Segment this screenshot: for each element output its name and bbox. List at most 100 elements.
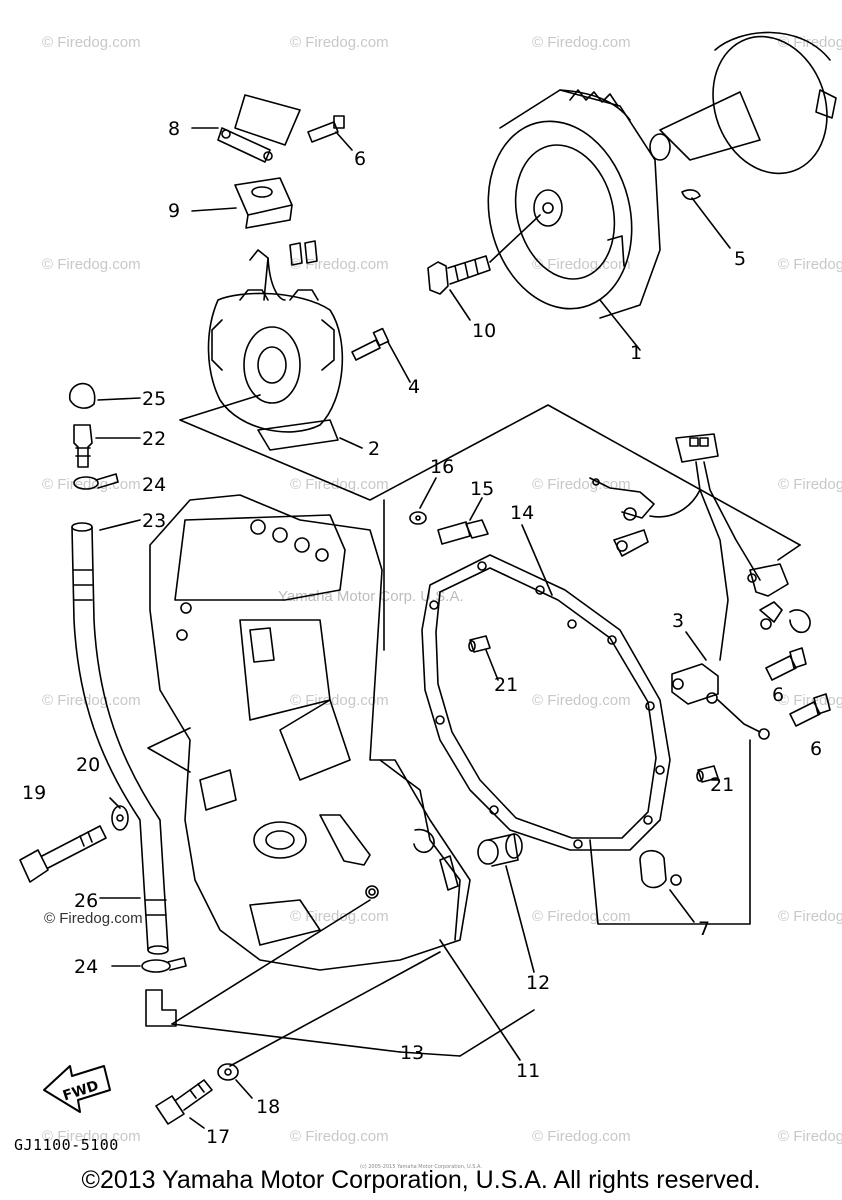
assembly-outline <box>179 394 801 546</box>
callout-18: 18 <box>256 1096 281 1118</box>
watermark: © Firedog.com <box>532 476 631 493</box>
forward-arrow-icon: FWD <box>43 1065 111 1113</box>
leader-line <box>459 1009 535 1057</box>
watermark: © Firedog.com <box>532 1128 631 1145</box>
hose-clip-lower <box>141 957 187 973</box>
breather-cap <box>68 382 96 409</box>
callout-26: 26 <box>74 890 99 912</box>
leader-line <box>469 497 483 521</box>
grommet <box>234 177 293 229</box>
callout-6: 6 <box>810 738 823 760</box>
callout-10: 10 <box>472 320 497 342</box>
callout-19: 19 <box>22 782 47 804</box>
gasket <box>421 554 671 851</box>
leader-line <box>685 631 707 661</box>
leader-line <box>189 1117 205 1129</box>
callout-8: 8 <box>168 118 181 140</box>
leader-line <box>229 951 441 1067</box>
watermark: © Firedog.com <box>290 34 389 51</box>
callout-13: 13 <box>400 1042 425 1064</box>
callout-11: 11 <box>516 1060 541 1082</box>
rotor-bolt <box>427 214 541 295</box>
watermark: © Firedog.com <box>290 1128 389 1145</box>
watermark: © Firedog.com <box>42 692 141 709</box>
dowel-pin <box>468 635 491 653</box>
watermark: © Firedog.com <box>778 476 842 493</box>
callout-2: 2 <box>368 438 381 460</box>
callout-16: 16 <box>430 456 455 478</box>
callout-17: 17 <box>206 1126 231 1148</box>
callout-1: 1 <box>630 342 643 364</box>
bolt-19 <box>19 825 107 883</box>
bolt-6 <box>789 693 831 727</box>
washer-18 <box>217 1063 239 1081</box>
watermark: © Firedog.com <box>778 908 842 925</box>
watermark: © Firedog.com <box>532 34 631 51</box>
callout-6: 6 <box>772 684 785 706</box>
wire-clamp <box>639 849 682 889</box>
watermark: © Firedog.com <box>532 908 631 925</box>
leader-line <box>335 131 353 151</box>
starter-boss <box>649 31 837 175</box>
watermark: © Firedog.com <box>778 256 842 273</box>
leader-line <box>399 1051 461 1057</box>
assembly-outline <box>589 544 801 925</box>
callout-5: 5 <box>734 248 747 270</box>
leader-line <box>691 197 731 249</box>
leader-line <box>99 519 141 531</box>
fine-print: (c) 2005-2015 Yamaha Motor Corporation, … <box>360 1164 482 1170</box>
leader-line <box>485 649 499 681</box>
watermark: © Firedog.com <box>290 256 389 273</box>
leader-line <box>191 207 237 212</box>
leader-line <box>419 477 437 509</box>
leader-line <box>97 397 141 401</box>
callout-22: 22 <box>142 428 167 450</box>
washer-20 <box>111 805 129 831</box>
washer-16 <box>409 511 427 525</box>
leader-line <box>599 299 641 351</box>
firedog-mark: © Firedog.com <box>44 910 143 927</box>
callout-3: 3 <box>672 610 685 632</box>
diagram-code: GJ1100-5100 <box>14 1136 119 1154</box>
leader-line <box>235 1079 253 1099</box>
callout-15: 15 <box>470 478 495 500</box>
callout-24: 24 <box>142 474 167 496</box>
dowel-pin <box>696 765 719 783</box>
leader-line <box>109 797 121 809</box>
watermark: © Firedog.com <box>532 692 631 709</box>
watermark: © Firedog.com <box>532 256 631 273</box>
callout-9: 9 <box>168 200 181 222</box>
callout-14: 14 <box>510 502 535 524</box>
hose-clip <box>73 473 119 490</box>
leader-line <box>171 1023 401 1053</box>
callout-25: 25 <box>142 388 167 410</box>
leader-line <box>449 289 471 321</box>
copyright-notice: ©2013 Yamaha Motor Corporation, U.S.A. A… <box>81 1166 761 1194</box>
leader-line <box>521 524 553 596</box>
fwd-label: FWD <box>61 1078 101 1105</box>
pickup-coil-harness <box>589 433 811 740</box>
callout-24: 24 <box>74 956 99 978</box>
leader-line <box>505 865 535 973</box>
callout-7: 7 <box>698 918 711 940</box>
breather-hose <box>71 522 169 955</box>
watermark: © Firedog.com <box>42 256 141 273</box>
callout-21: 21 <box>494 674 519 696</box>
watermark: © Firedog.com <box>778 1128 842 1145</box>
leader-line <box>339 437 363 449</box>
callout-21: 21 <box>710 774 735 796</box>
leader-line <box>387 341 411 383</box>
stator-bolt <box>351 327 390 361</box>
leader-line <box>669 889 695 923</box>
leader-line <box>439 939 521 1061</box>
stator-assembly <box>207 240 344 451</box>
callout-6: 6 <box>354 148 367 170</box>
callout-23: 23 <box>142 510 167 532</box>
watermark: © Firedog.com <box>42 34 141 51</box>
woodruff-key <box>681 189 701 201</box>
callout-12: 12 <box>526 972 551 994</box>
leader-line <box>171 899 371 1025</box>
bolt-17 <box>155 1079 213 1125</box>
check-valve <box>73 424 93 468</box>
bolt-15 <box>437 519 489 545</box>
